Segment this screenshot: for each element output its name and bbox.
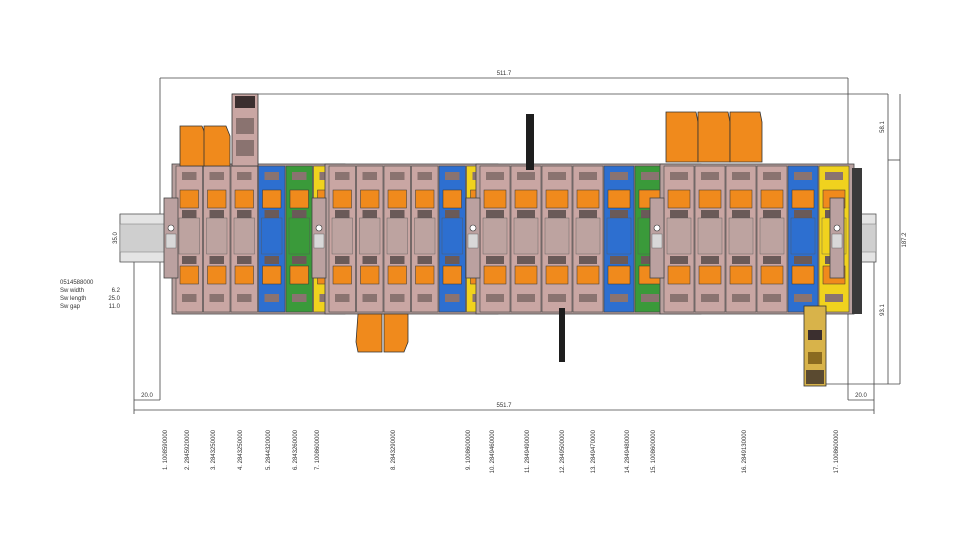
part-label: 13. 2849470000 (591, 429, 597, 473)
lower-levers (355, 313, 409, 353)
upper-levers-right (665, 111, 763, 163)
part-label: 6. 2843260000 (293, 429, 299, 470)
dim-height-total: 187.2 (902, 232, 908, 248)
terminal-slot (725, 165, 757, 313)
part-label: 15. 1008600000 (651, 429, 657, 473)
end-connector-right (803, 305, 827, 387)
part-label: 4. 2843250000 (238, 429, 244, 470)
terminal-slot (572, 165, 604, 313)
test-pin-bottom (559, 308, 565, 362)
dim-height-lower: 93.1 (880, 304, 886, 316)
part-label: 17. 1008600000 (834, 429, 840, 473)
terminal-blocks (163, 163, 862, 315)
part-labels: 1. 1008590000 2. 2845920000 3. 2843250000 4… (163, 429, 840, 473)
terminal-slot (541, 165, 573, 313)
part-label: 1. 1008590000 (163, 429, 169, 470)
terminal-slot (356, 165, 384, 313)
dim-top-width: 511.7 (497, 71, 512, 77)
terminal-slot (603, 165, 635, 313)
terminal-slot (383, 165, 411, 313)
part-label: 10. 2849460000 (490, 429, 496, 473)
terminal-slot (203, 165, 231, 313)
rail-part-number: 0514588000 (60, 280, 94, 286)
end-bracket (829, 197, 845, 279)
terminal-slot (694, 165, 726, 313)
dim-left-margin: 20.0 (141, 393, 153, 399)
terminal-slot (818, 165, 850, 313)
terminal-slot (285, 165, 313, 313)
terminal-slot (756, 165, 788, 313)
terminal-slot (663, 165, 695, 313)
part-label: 7. 1008600000 (315, 429, 321, 470)
terminal-slot (328, 165, 356, 313)
part-label: 11. 2849490000 (525, 429, 531, 473)
part-label: 5. 2844320000 (266, 429, 272, 470)
terminal-slot (175, 165, 203, 313)
terminal-slot (411, 165, 439, 313)
part-label: 14. 2849480000 (625, 429, 631, 473)
part-label: 12. 2849500000 (560, 429, 566, 473)
part-label: 8. 2843290000 (391, 429, 397, 470)
part-label: 16. 2849130000 (742, 429, 748, 473)
terminal-slot (258, 165, 286, 313)
terminal-slot (230, 165, 258, 313)
end-bracket (465, 197, 481, 279)
end-bracket (649, 197, 665, 279)
terminal-block (659, 163, 862, 315)
end-bracket (163, 197, 179, 279)
terminal-slot (438, 165, 466, 313)
terminal-slot (510, 165, 542, 313)
end-bracket (311, 197, 327, 279)
upper-levers-left (179, 125, 231, 167)
terminal-slot (787, 165, 819, 313)
terminal-slot (479, 165, 511, 313)
marker-carrier-top (231, 93, 259, 167)
dim-bottom-width: 551.7 (496, 403, 512, 409)
test-pin-top (526, 114, 534, 170)
part-label: 3. 2843250000 (211, 429, 217, 470)
part-label: 9. 1008600000 (466, 429, 472, 470)
dim-right-margin: 20.0 (855, 393, 867, 399)
dim-rail-height: 35.0 (113, 232, 119, 244)
dim-height-upper: 58.1 (880, 121, 886, 133)
part-label: 2. 2845920000 (185, 429, 191, 470)
